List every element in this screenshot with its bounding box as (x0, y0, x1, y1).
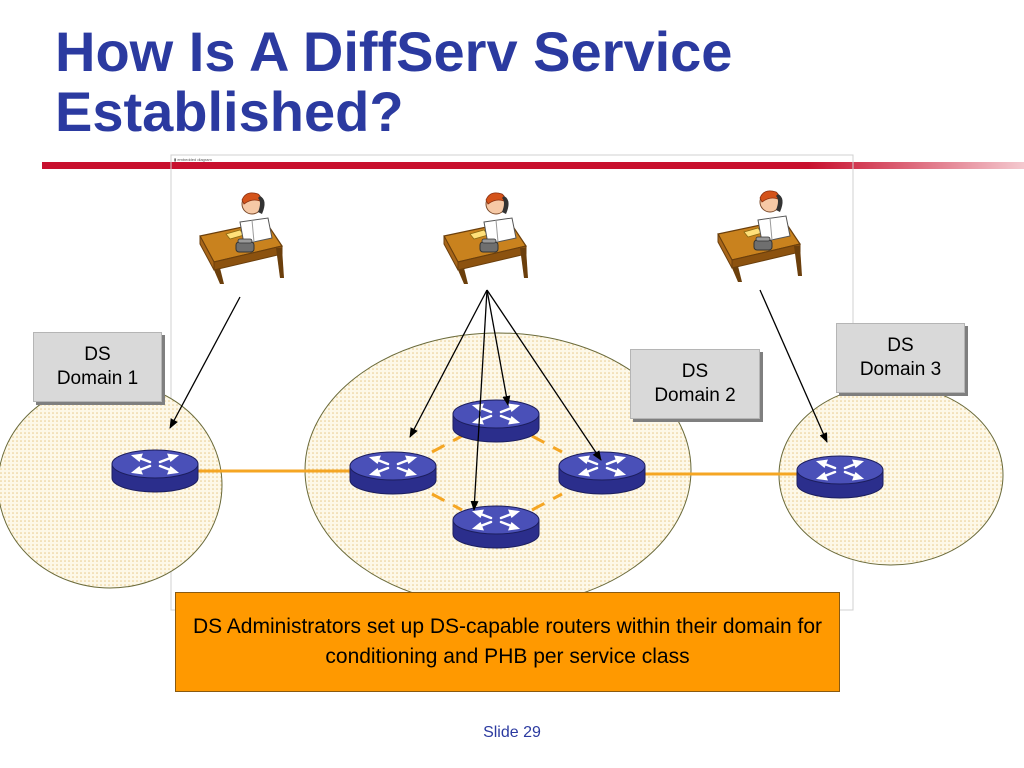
router-icon (795, 454, 885, 500)
ds-domain-3-label-line-1: DS (887, 335, 914, 356)
router-icon (348, 450, 438, 496)
configuration-arrows (169, 289, 828, 511)
router-icon (451, 504, 541, 550)
administrator-at-desk-phone-icon (443, 192, 529, 285)
callout-text: DS Administrators set up DS-capable rout… (192, 615, 823, 668)
title-underline-rule (42, 160, 1024, 172)
ds-domain-3-label-line-2: Domain 3 (859, 359, 942, 380)
ds-domain-1-label: DS Domain 1 (33, 332, 162, 402)
router-icon (451, 398, 541, 444)
router-icon (110, 448, 200, 494)
ds-domain-2-label: DS Domain 2 (630, 349, 760, 419)
router-icon (557, 450, 647, 496)
administrator-at-desk-phone-icon (199, 192, 285, 285)
ds-domain-1-label-line-2: Domain 1 (56, 368, 139, 389)
ds-domain-3-label: DS Domain 3 (836, 323, 965, 393)
slide-title-line-2: Established? (55, 80, 404, 143)
administrator-callout-box: DS Administrators set up DS-capable rout… (175, 592, 840, 692)
slide-number: Slide 29 (483, 724, 541, 741)
slide-title: How Is A DiffServ Service Established? (55, 22, 955, 142)
domain-2-internal-links (431, 434, 563, 512)
ds-domain-1-label-line-1: DS (84, 344, 111, 365)
embedded-object-caption: ▮ embedded diagram (174, 157, 212, 162)
slide-title-line-1: How Is A DiffServ Service (55, 20, 733, 83)
ds-domain-2-label-line-2: Domain 2 (654, 385, 736, 406)
ds-domain-2-label-line-1: DS (681, 361, 709, 382)
administrator-at-desk-phone-icon (717, 190, 803, 283)
